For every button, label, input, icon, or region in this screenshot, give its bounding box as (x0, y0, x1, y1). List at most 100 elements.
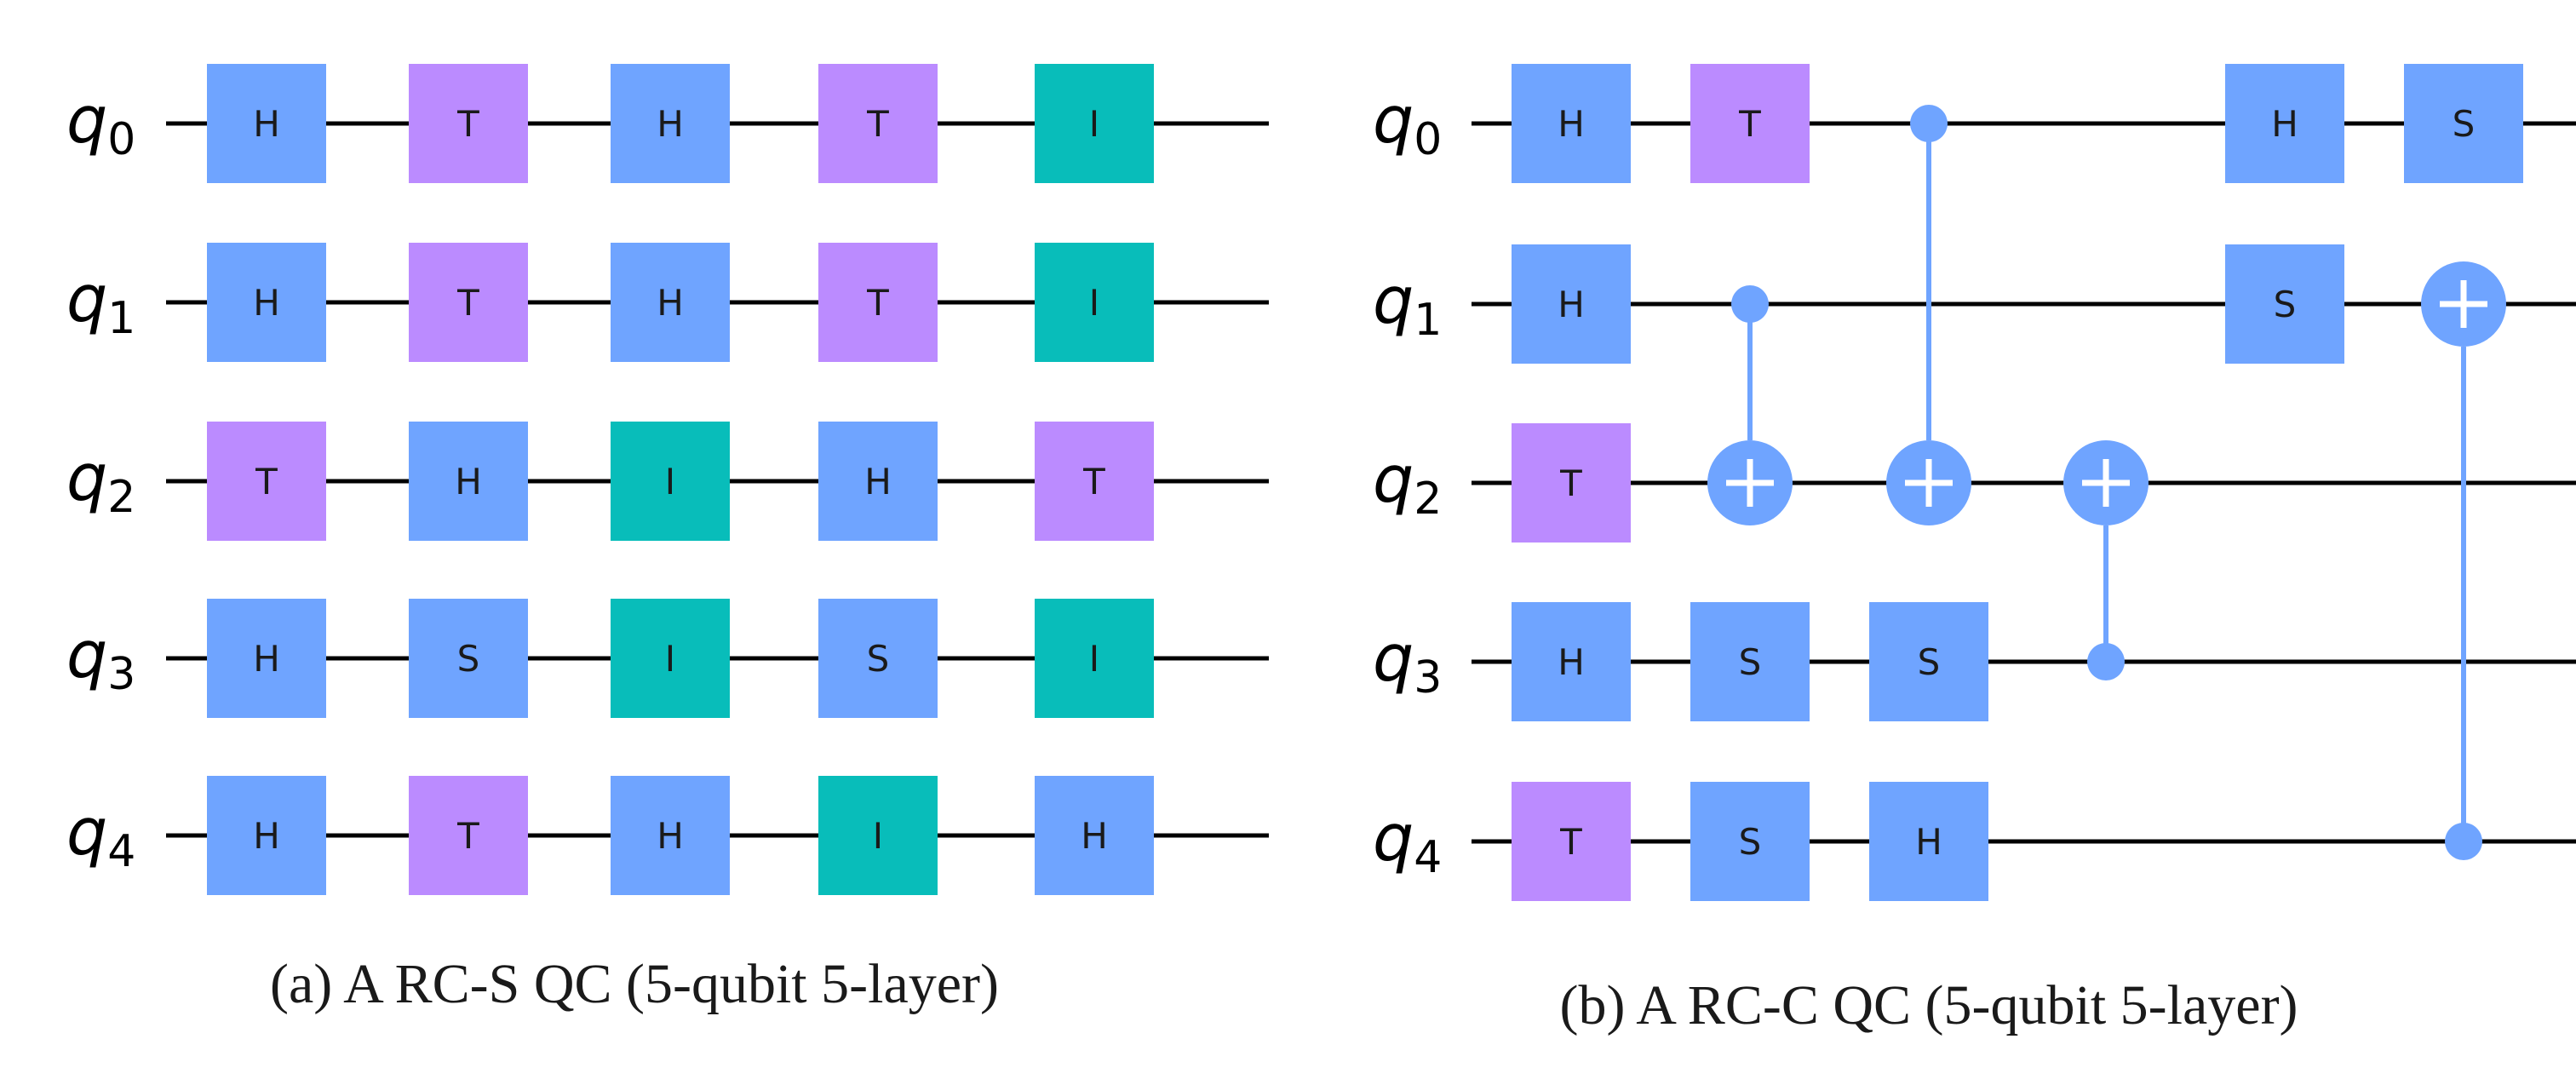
gate-box (409, 243, 528, 362)
panel-a-caption: (a) A RC-S QC (5-qubit 5-layer) (269, 953, 1000, 1015)
cnot-gate (1707, 285, 1793, 525)
qubit-label-subscript: 4 (1414, 832, 1442, 883)
cnot-gate (2063, 440, 2149, 680)
gate-box (611, 776, 730, 895)
gate-label: H (253, 282, 280, 324)
gate-label: T (1738, 103, 1761, 145)
qubit-label: q1 (66, 261, 135, 344)
gate-box (1035, 422, 1154, 541)
panel-b-circuit: q0q1q2q3q4HTHSHSHTHHSSTTSHS (1373, 64, 2576, 901)
gate-h: H (207, 599, 326, 718)
gate-label: I (1089, 103, 1099, 145)
gate-box (409, 599, 528, 718)
gate-box (1035, 599, 1154, 718)
gate-h: H (207, 64, 326, 183)
cnot-gate (1886, 105, 1971, 525)
gate-t: T (409, 776, 528, 895)
gate-t: T (1035, 422, 1154, 541)
cnot-control-dot (1910, 105, 1948, 142)
gate-label: I (1089, 282, 1099, 324)
qubit-label: q3 (66, 617, 135, 700)
gate-box (1512, 244, 1631, 364)
gate-label: H (2271, 103, 2298, 145)
gate-label: T (255, 461, 278, 502)
gate-box (1512, 782, 1631, 901)
gate-h: H (2225, 64, 2344, 183)
cnot-control-dot (2445, 823, 2482, 860)
gate-box (818, 243, 938, 362)
gate-label: I (1089, 638, 1099, 680)
gate-label: H (864, 461, 892, 502)
qubit-label-name: q (1373, 82, 1414, 158)
gate-box (1869, 782, 1988, 901)
gate-box (611, 422, 730, 541)
gate-box (1035, 776, 1154, 895)
qubit-label-name: q (66, 82, 107, 158)
gate-s: S (818, 599, 938, 718)
gate-box (1035, 64, 1154, 183)
gate-label: T (1082, 461, 1105, 502)
gate-label: H (253, 638, 280, 680)
gate-h: H (409, 422, 528, 541)
gate-box (207, 776, 326, 895)
gate-label: H (253, 103, 280, 145)
qubit-label-subscript: 4 (107, 826, 135, 877)
gate-box (1690, 782, 1810, 901)
gate-h: H (1035, 776, 1154, 895)
gate-box (409, 422, 528, 541)
gate-box (207, 64, 326, 183)
qubit-label-name: q (1373, 262, 1414, 338)
gate-label: H (1081, 815, 1108, 857)
gate-h: H (1512, 64, 1631, 183)
qubit-label: q0 (1373, 82, 1442, 165)
qubit-label: q2 (66, 439, 135, 523)
gate-i: I (611, 422, 730, 541)
gate-box (207, 422, 326, 541)
gate-label: H (455, 461, 482, 502)
gate-box (1512, 423, 1631, 542)
gate-h: H (611, 243, 730, 362)
qubit-label-name: q (1373, 620, 1414, 696)
gate-i: I (818, 776, 938, 895)
gate-h: H (611, 776, 730, 895)
gate-label: S (2453, 103, 2476, 145)
qubit-label-name: q (66, 617, 107, 692)
gate-label: S (1739, 821, 1762, 863)
gate-box (818, 776, 938, 895)
gate-box (1512, 602, 1631, 721)
qubit-label-name: q (1373, 800, 1414, 875)
gate-label: S (2274, 284, 2297, 325)
qubit-label-name: q (66, 439, 107, 515)
gate-label: T (456, 282, 479, 324)
cnot-control-dot (1731, 285, 1769, 323)
qubit-label-subscript: 1 (107, 293, 135, 344)
gate-label: H (657, 103, 684, 145)
gate-s: S (1690, 782, 1810, 901)
gate-box (1869, 602, 1988, 721)
gate-label: H (657, 815, 684, 857)
qubit-label-subscript: 1 (1414, 295, 1442, 346)
gate-h: H (1512, 244, 1631, 364)
qubit-label-name: q (1373, 441, 1414, 517)
qubit-label-subscript: 3 (107, 649, 135, 700)
gate-box (611, 243, 730, 362)
qubit-label-subscript: 2 (1414, 474, 1442, 525)
qubit-label: q3 (1373, 620, 1442, 703)
qubit-label-name: q (66, 261, 107, 336)
gate-label: T (456, 815, 479, 857)
gate-t: T (818, 243, 938, 362)
gate-box (207, 243, 326, 362)
qubit-label-subscript: 0 (107, 114, 135, 165)
gate-t: T (1512, 423, 1631, 542)
gate-i: I (1035, 243, 1154, 362)
gate-box (818, 599, 938, 718)
gate-label: H (1558, 641, 1585, 683)
gate-h: H (207, 776, 326, 895)
cnot-gate (2421, 261, 2506, 860)
gate-t: T (207, 422, 326, 541)
gate-label: T (866, 103, 889, 145)
gate-box (1690, 64, 1810, 183)
qubit-label-subscript: 3 (1414, 652, 1442, 703)
